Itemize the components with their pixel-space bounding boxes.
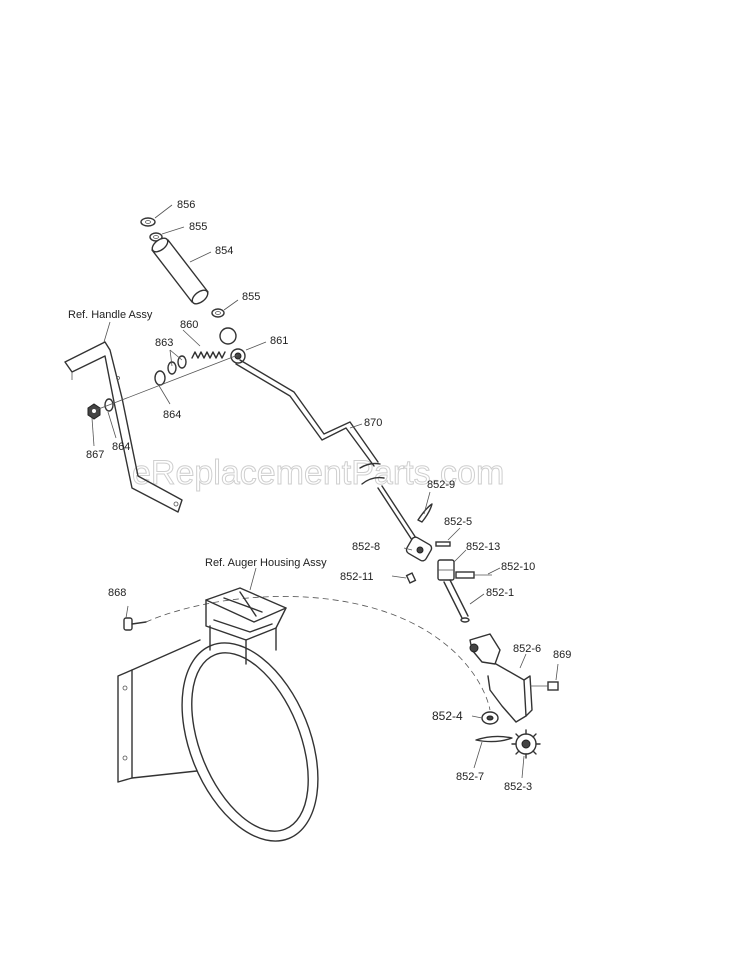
block-852-13 xyxy=(437,559,455,581)
label-863: 863 xyxy=(155,337,173,349)
label-852-10: 852-10 xyxy=(501,561,535,573)
gear-852-3 xyxy=(511,729,541,759)
label-852-6: 852-6 xyxy=(513,643,541,655)
nut-867 xyxy=(87,403,101,420)
label-852-11: 852-11 xyxy=(340,571,373,583)
pin-852-5 xyxy=(435,541,451,547)
label-861: 861 xyxy=(270,335,288,347)
label-854: 854 xyxy=(215,245,233,257)
bolt-868 xyxy=(123,617,147,631)
label-869: 869 xyxy=(553,649,571,661)
label-867: 867 xyxy=(86,449,104,461)
label-852-4: 852-4 xyxy=(432,709,463,723)
label-864-lower: 864 xyxy=(112,441,130,453)
screw-852-11 xyxy=(405,572,417,584)
bolt-869 xyxy=(547,681,559,691)
label-855-bottom: 855 xyxy=(242,291,260,303)
shaft-852-1 xyxy=(443,579,470,623)
washer-855-bottom xyxy=(211,308,225,318)
washer-852-4 xyxy=(481,711,499,725)
label-852-5: 852-5 xyxy=(444,516,472,528)
washer-856 xyxy=(140,217,156,227)
label-856: 856 xyxy=(177,199,195,211)
washers-863 xyxy=(154,355,187,386)
bolt-852-10 xyxy=(455,571,492,579)
label-860: 860 xyxy=(180,319,198,331)
label-868: 868 xyxy=(108,587,126,599)
spring-860 xyxy=(191,351,226,359)
clip-852-7 xyxy=(475,735,513,743)
label-852-3: 852-3 xyxy=(504,781,532,793)
handle-arm xyxy=(64,341,183,513)
label-852-8: 852-8 xyxy=(352,541,380,553)
leader-lines xyxy=(91,204,559,779)
callout-labels: 856 855 854 855 860 863 861 864 864 867 … xyxy=(68,199,571,793)
rod-870 xyxy=(235,359,417,541)
clip-852-9 xyxy=(417,503,433,523)
label-855-top: 855 xyxy=(189,221,207,233)
assembly-path-arc xyxy=(145,596,491,711)
label-852-7: 852-7 xyxy=(456,771,484,783)
coupler-852-8 xyxy=(405,536,433,562)
label-852-13: 852-13 xyxy=(466,541,500,553)
label-864-upper: 864 xyxy=(163,409,181,421)
tube-854 xyxy=(151,237,209,305)
watermark: eReplacementParts.com xyxy=(132,454,504,492)
label-870: 870 xyxy=(364,417,382,429)
auger-housing xyxy=(117,587,319,842)
label-ref-auger-housing: Ref. Auger Housing Assy xyxy=(205,557,327,569)
bracket-852-6 xyxy=(469,633,533,723)
label-ref-handle: Ref. Handle Assy xyxy=(68,309,153,321)
label-852-9: 852-9 xyxy=(427,479,455,491)
bushing-861 xyxy=(219,327,246,364)
label-852-1: 852-1 xyxy=(486,587,514,599)
